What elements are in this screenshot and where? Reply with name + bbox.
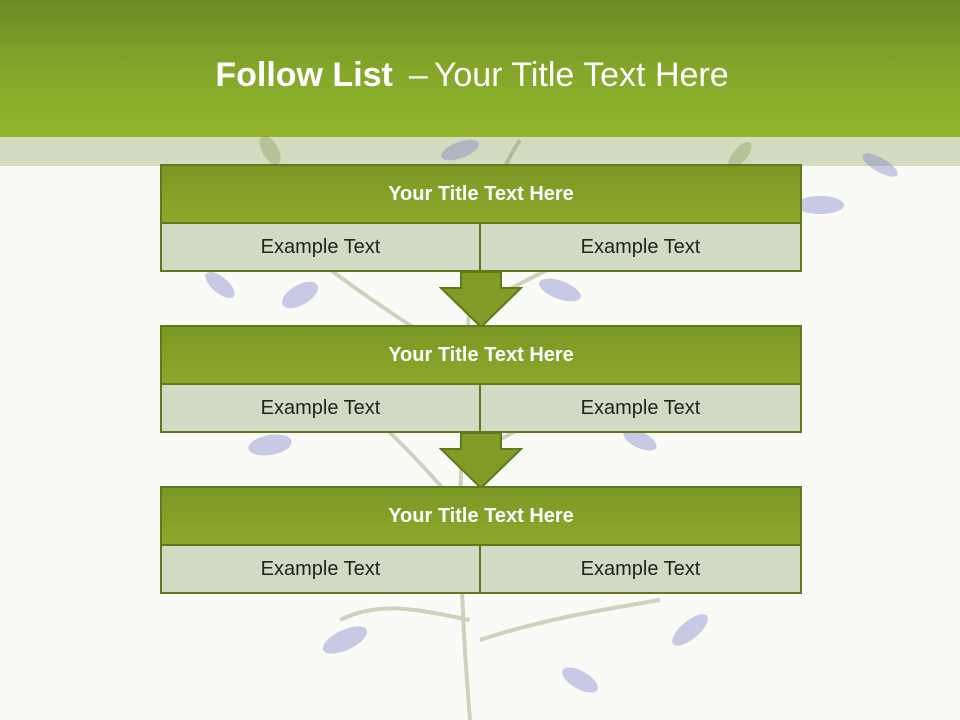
down-arrow-icon	[439, 433, 523, 489]
step-cell-left[interactable]: Example Text	[160, 224, 481, 272]
step-title[interactable]: Your Title Text Here	[160, 486, 802, 546]
step-block-2: Your Title Text Here Example Text Exampl…	[160, 325, 802, 433]
step-cell-right[interactable]: Example Text	[481, 385, 802, 433]
step-cells: Example Text Example Text	[160, 546, 802, 594]
step-block-3: Your Title Text Here Example Text Exampl…	[160, 486, 802, 594]
step-title[interactable]: Your Title Text Here	[160, 325, 802, 385]
header-sub-band	[0, 137, 960, 166]
slide-title-separator: –	[408, 56, 428, 94]
step-cell-left[interactable]: Example Text	[160, 546, 481, 594]
step-block-1: Your Title Text Here Example Text Exampl…	[160, 164, 802, 272]
step-cells: Example Text Example Text	[160, 385, 802, 433]
down-arrow-icon	[439, 272, 523, 328]
step-cell-right[interactable]: Example Text	[481, 224, 802, 272]
step-cell-left[interactable]: Example Text	[160, 385, 481, 433]
slide-title: Follow List–Your Title Text Here	[0, 52, 944, 98]
header-band	[0, 0, 960, 137]
slide-title-bold: Follow List	[215, 56, 393, 94]
step-title[interactable]: Your Title Text Here	[160, 164, 802, 224]
step-cells: Example Text Example Text	[160, 224, 802, 272]
slide-title-rest: Your Title Text Here	[433, 56, 729, 94]
step-cell-right[interactable]: Example Text	[481, 546, 802, 594]
